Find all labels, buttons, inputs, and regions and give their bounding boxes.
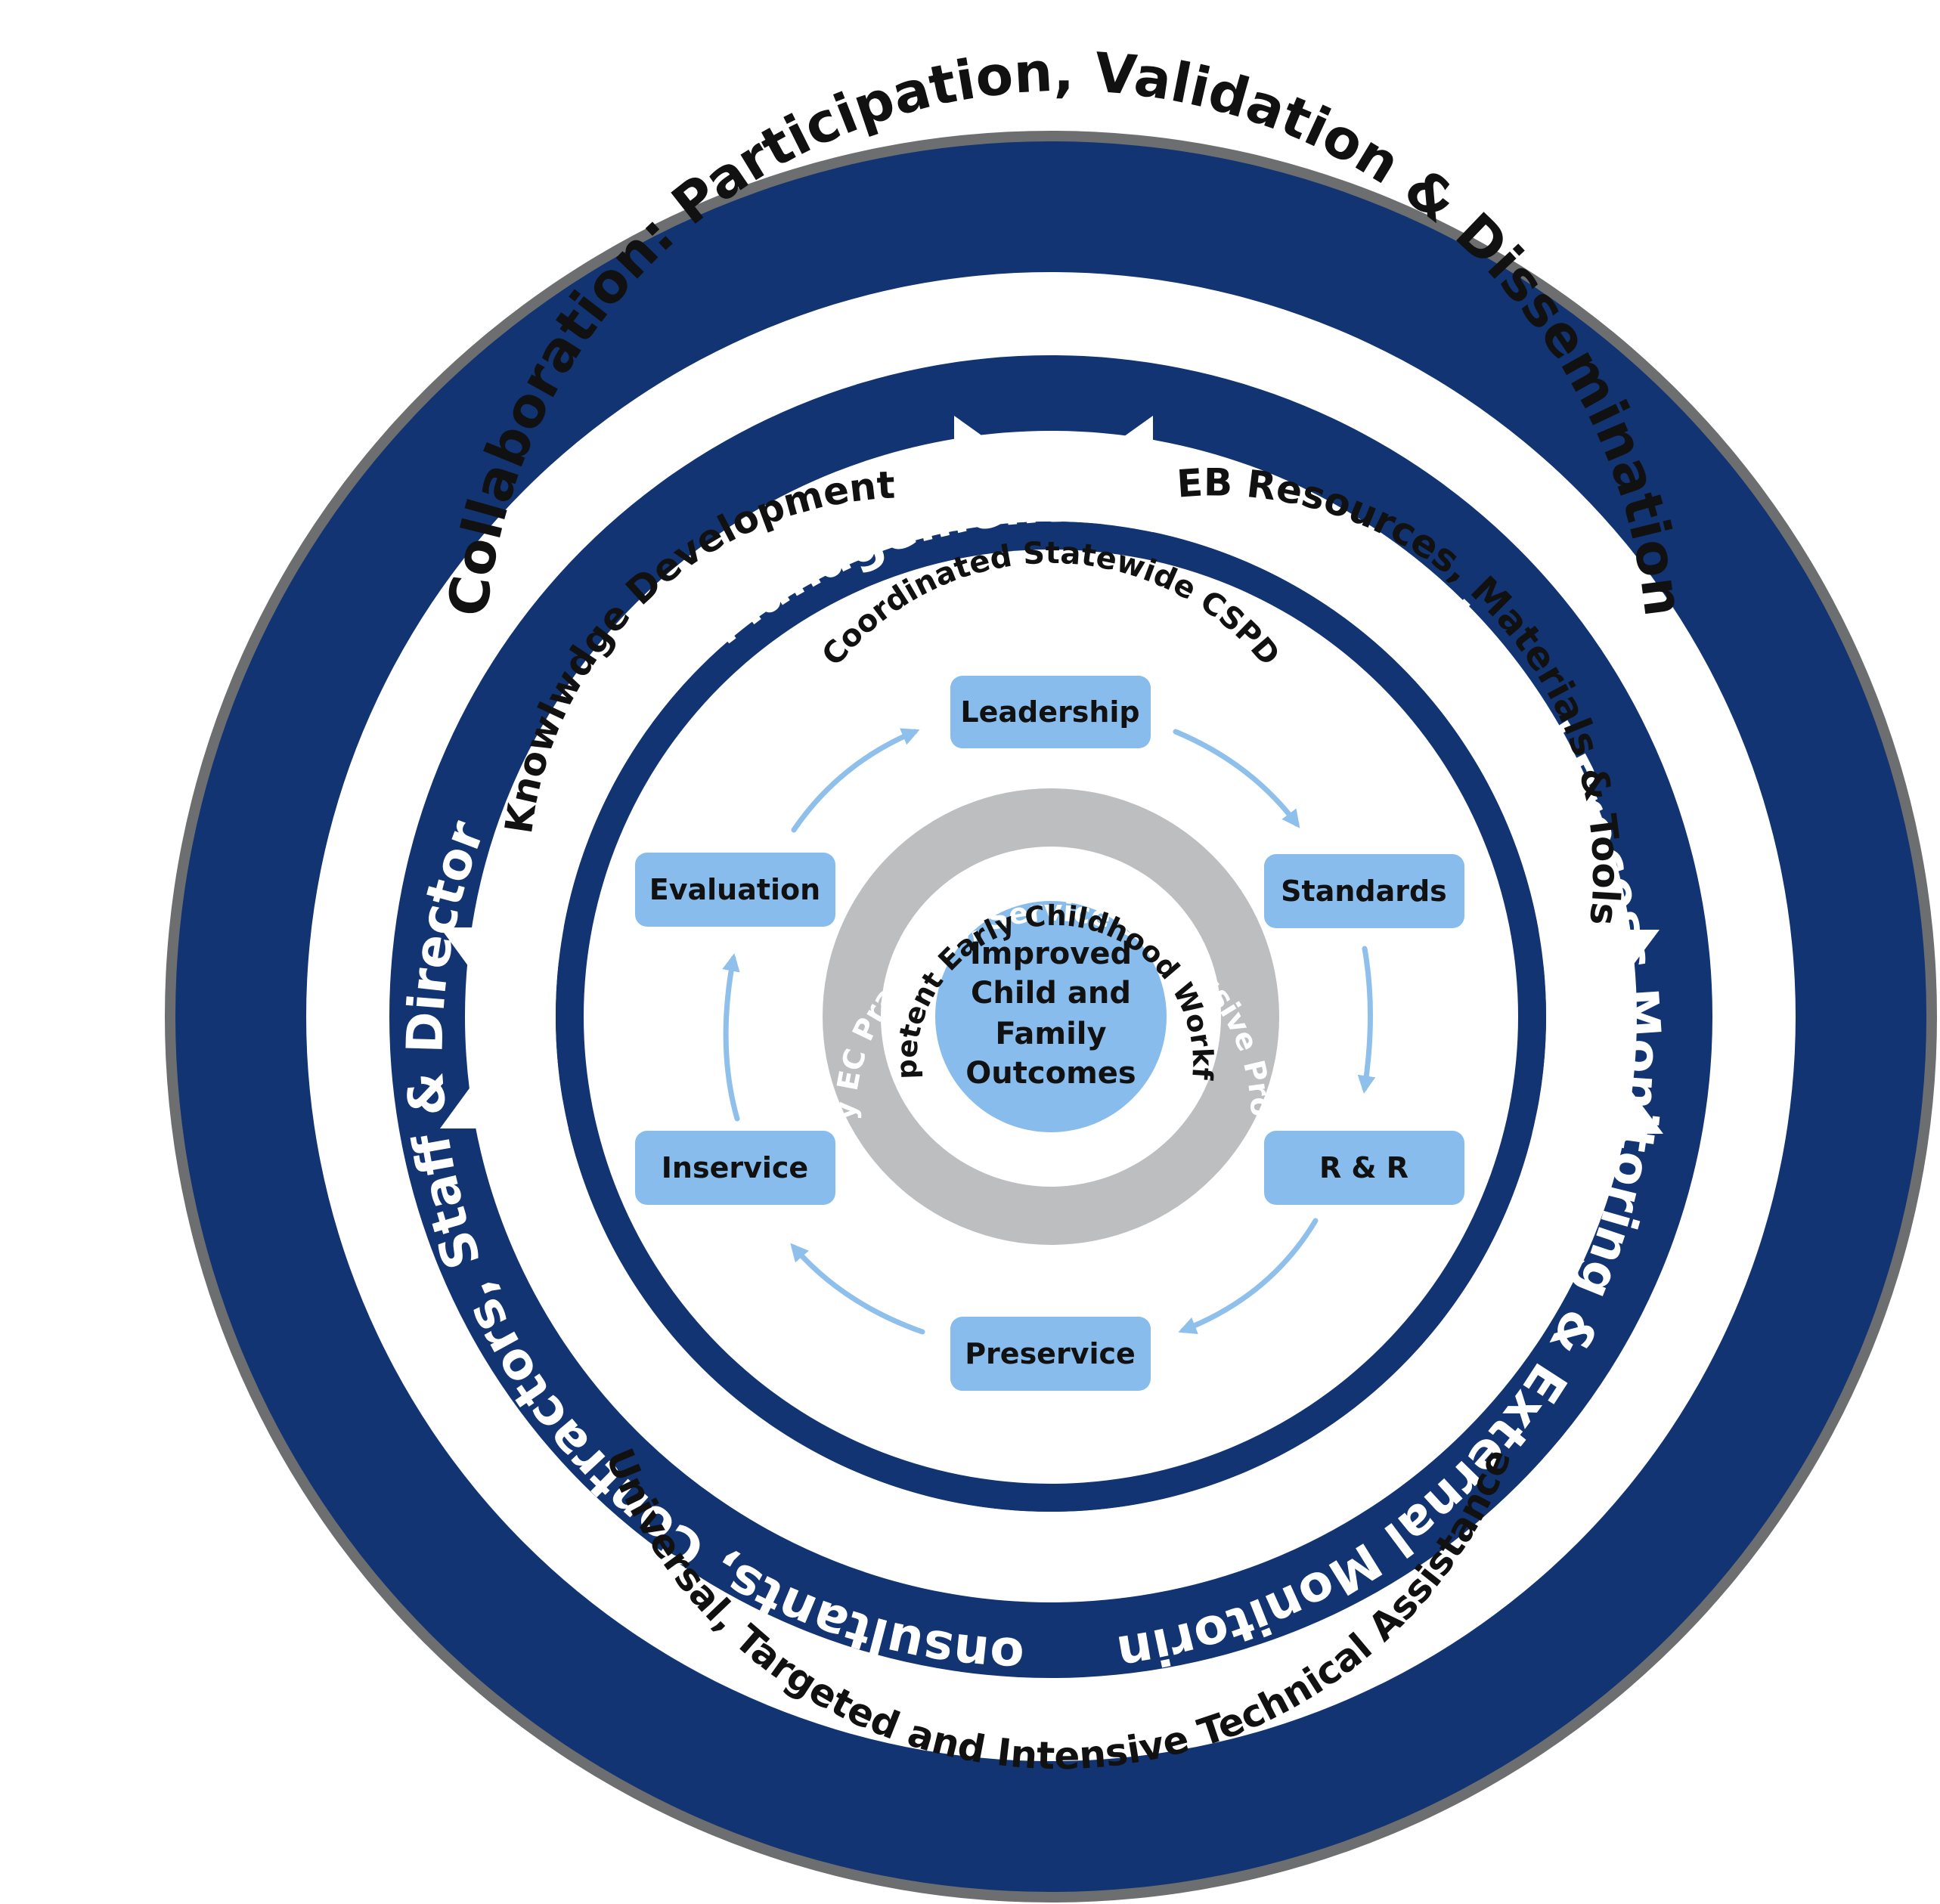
arrow-standards-rr <box>1357 946 1376 1094</box>
process-box-preservice: Preservice <box>950 1317 1151 1391</box>
process-cycle-arrows <box>722 728 1376 1335</box>
arrow-leadership-standards <box>1173 729 1300 828</box>
arrow-evaluation-leadership <box>791 728 920 833</box>
box-label-rr: R & R <box>1319 1151 1409 1184</box>
process-box-standards: Standards <box>1264 854 1464 928</box>
arrowhead-right-down <box>1516 930 1660 1026</box>
box-label-standards: Standards <box>1281 875 1447 908</box>
arrowhead-left-up <box>440 1030 584 1128</box>
box-label-leadership: Leadership <box>960 695 1139 729</box>
arrow-inservice-evaluation <box>722 952 740 1122</box>
center-line-3: Family <box>995 1017 1106 1051</box>
box-label-inservice: Inservice <box>662 1151 808 1184</box>
arrow-preservice-inservice <box>790 1243 925 1335</box>
center-line-4: Outcomes <box>965 1056 1136 1091</box>
box-label-preservice: Preservice <box>965 1337 1136 1370</box>
center-line-2: Child and <box>971 976 1131 1011</box>
arrow-rr-preservice <box>1178 1218 1319 1335</box>
process-box-leadership: Leadership <box>950 676 1151 748</box>
box-bg <box>635 853 835 927</box>
process-box-rr: R & R <box>1264 1131 1464 1205</box>
arrowhead-right-up <box>1520 1038 1663 1134</box>
box-bg <box>950 1317 1151 1391</box>
arrowhead-top-left <box>1052 416 1153 559</box>
box-bg <box>635 1131 835 1205</box>
arrowhead-top-right <box>954 416 1055 559</box>
arrowhead-left-down <box>440 927 584 1026</box>
box-bg <box>1264 1131 1464 1205</box>
center-line-1: Improved <box>970 937 1132 971</box>
box-bg <box>1264 854 1464 928</box>
box-bg <box>950 676 1151 748</box>
box-label-evaluation: Evaluation <box>649 873 820 906</box>
center-outcomes-circle <box>935 901 1167 1132</box>
process-box-evaluation: Evaluation <box>635 853 835 927</box>
process-box-inservice: Inservice <box>635 1131 835 1205</box>
